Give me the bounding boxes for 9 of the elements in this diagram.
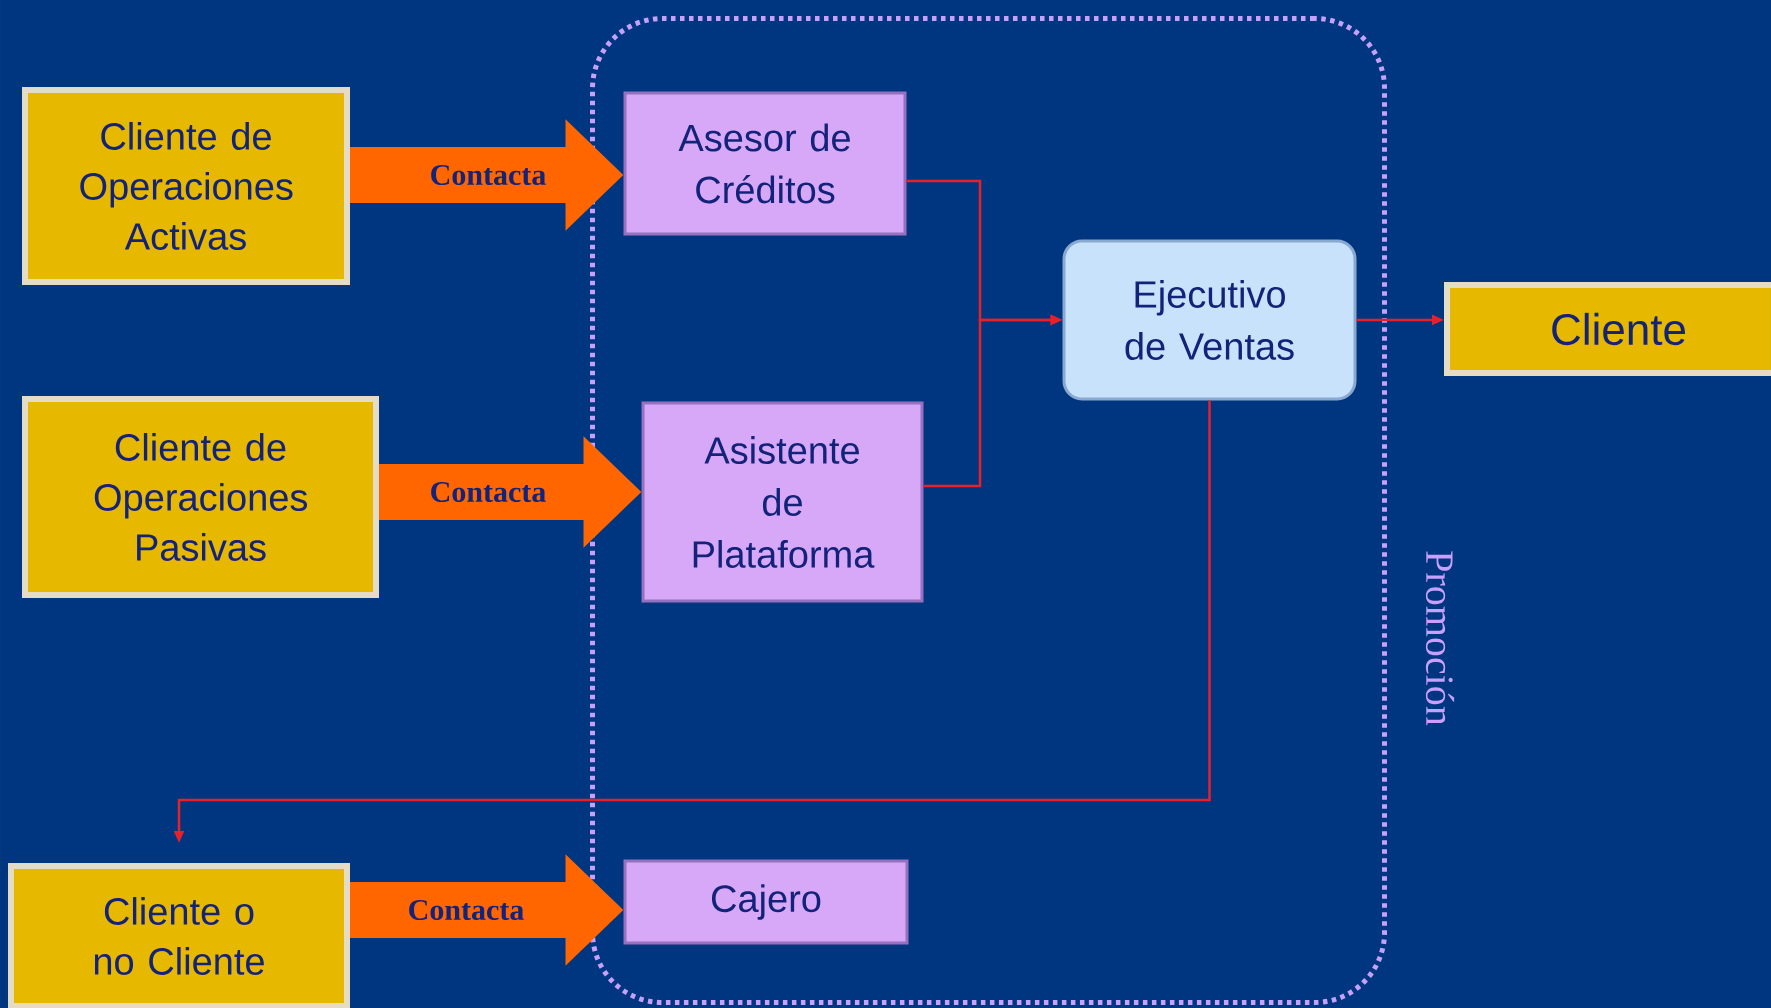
client-box: Cliente bbox=[1444, 282, 1771, 376]
role-box: Ejecutivo de Ventas bbox=[1062, 239, 1357, 401]
role-box: Cajero bbox=[623, 859, 909, 945]
role-box: Asesor de Créditos bbox=[623, 91, 907, 236]
client-box: Cliente o no Cliente bbox=[8, 863, 350, 1008]
role-box: Asistente de Plataforma bbox=[641, 401, 924, 603]
client-box: Cliente de Operaciones Activas bbox=[22, 87, 350, 285]
client-box: Cliente de Operaciones Pasivas bbox=[22, 396, 379, 598]
region-label: Promoción bbox=[1425, 551, 1455, 726]
